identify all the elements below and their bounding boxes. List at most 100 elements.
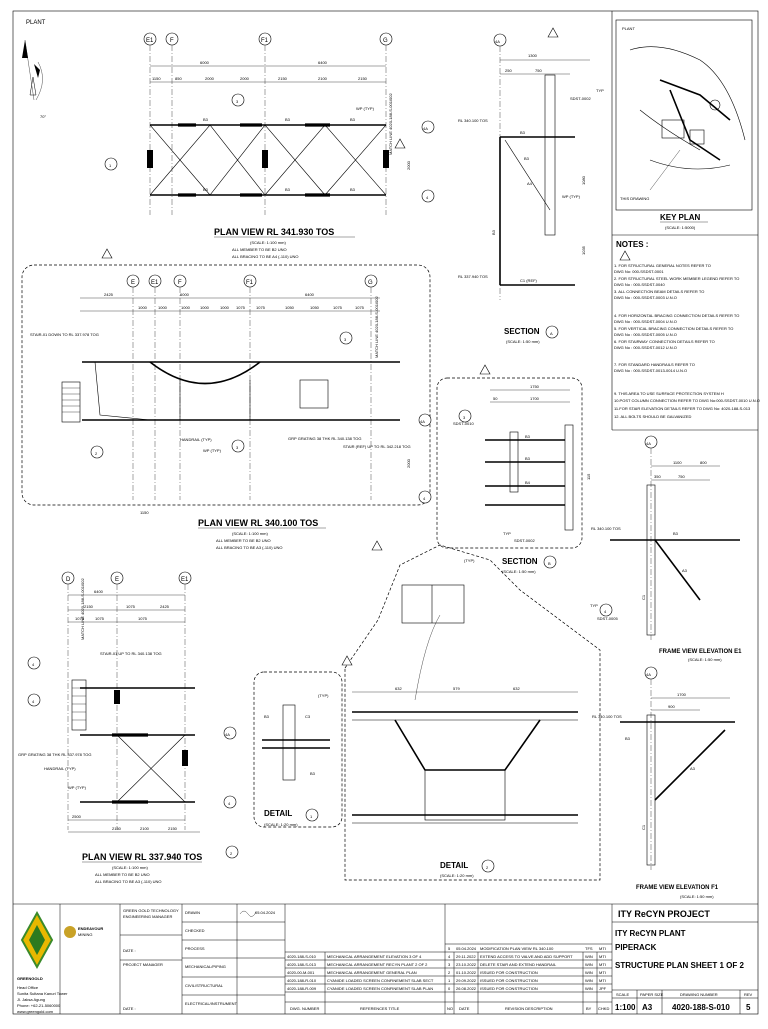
rev-no: 4 bbox=[448, 954, 451, 959]
member-tag: B3 bbox=[350, 117, 356, 122]
dim-text: 1000 bbox=[220, 305, 230, 310]
note-line: DWG No : 000-SSDST-0003 U.N.O bbox=[614, 295, 677, 300]
view-title: SECTION bbox=[502, 557, 538, 566]
dim-text: 1100 bbox=[673, 460, 682, 465]
note-line: 2. FOR STRUCTURAL STEEL WORK MEMBER LEGE… bbox=[614, 276, 739, 281]
dim-text: 750 bbox=[535, 68, 542, 73]
dim-text: 1050 bbox=[285, 305, 295, 310]
rev-desc: ISSUED FOR CONSTRUCTION bbox=[480, 986, 538, 991]
office-line: www.greengold.com bbox=[17, 1009, 54, 1014]
rl-label: RL 340.100 TOS bbox=[592, 714, 622, 719]
ref-dwg: 4020-188-R-009 bbox=[287, 986, 317, 991]
callout: WP (TYP) bbox=[562, 194, 581, 199]
rev-no: 1 bbox=[448, 978, 451, 983]
company-logo-text: GREENGOLD bbox=[17, 976, 43, 981]
rev-by: WIN bbox=[585, 962, 593, 967]
dim-text: 1000 bbox=[181, 305, 191, 310]
view-title: DETAIL bbox=[440, 861, 468, 870]
sheet-border bbox=[12, 10, 759, 1015]
callout: TYP bbox=[590, 603, 598, 608]
view-title: PLAN VIEW RL 340.100 TOS bbox=[198, 518, 318, 528]
rev-date: 23.10.2022 bbox=[456, 962, 477, 967]
dim-text: 2100 bbox=[140, 826, 150, 831]
note-line: 4. FOR HORIZONTAL BRACING CONNECTION DET… bbox=[614, 313, 739, 318]
dim-text: 579 bbox=[453, 686, 460, 691]
matchline-label: MATCH LINE 4020-188-S-001/002 bbox=[388, 92, 393, 155]
dim-text: 350 bbox=[654, 474, 661, 479]
dim-text: 6400 bbox=[94, 589, 104, 594]
svg-text:4A: 4A bbox=[423, 126, 428, 131]
dim-text: 6400 bbox=[305, 292, 315, 297]
revision-number: 5 bbox=[746, 1003, 751, 1012]
svg-text:3: 3 bbox=[344, 337, 347, 342]
svg-text:2: 2 bbox=[95, 451, 98, 456]
drawing-title-line: ITY ReCYN PLANT bbox=[615, 929, 686, 938]
dim-text: 1050 bbox=[310, 305, 320, 310]
member-tag: B3 bbox=[625, 736, 631, 741]
north-arrow: PLANT 70° bbox=[22, 20, 46, 119]
grid-label: D bbox=[66, 577, 71, 583]
view-title: FRAME VIEW ELEVATION E1 bbox=[659, 649, 742, 655]
note-line: 11.FOR STAIR ELEVATION DETAILS REFER TO … bbox=[614, 406, 751, 411]
note-line: 5. FOR VERTICAL BRACING CONNECTION DETAI… bbox=[614, 326, 733, 331]
rev-date: 29.11.2022 bbox=[456, 954, 476, 959]
ref-title: MECHANICAL ARRANGEMENT ELEVATION 3 OF 4 bbox=[327, 954, 422, 959]
meta-header: REV bbox=[744, 992, 753, 997]
view-note: ALL MEMBER TO BE B2 UNO bbox=[232, 247, 287, 252]
callout: HANDRAIL (TYP) bbox=[44, 766, 76, 771]
member-tag: B4 bbox=[525, 480, 531, 485]
dim-text: 632 bbox=[513, 686, 520, 691]
dim-text: 1750 bbox=[530, 384, 540, 389]
frame-elevation-e1: 4A 1100 800 350 750 RL 340.100 TOS B3 A3… bbox=[590, 435, 742, 662]
section-b: 1750 50 1700 3 SDST-0010 B3 B3 B4 TYP SD… bbox=[436, 377, 591, 574]
rev-header: CHKD bbox=[598, 1006, 609, 1011]
callout: HANDRAIL (TYP) bbox=[180, 437, 212, 442]
svg-text:3: 3 bbox=[236, 445, 239, 450]
dim-text: 2500 bbox=[72, 814, 82, 819]
view-title: KEY PLAN bbox=[660, 213, 701, 222]
dim-text: 2000 bbox=[406, 458, 411, 468]
dim-text: 1700 bbox=[677, 692, 687, 697]
svg-text:2: 2 bbox=[230, 851, 233, 856]
view-scale: (SCALE: 1:50 mm) bbox=[506, 339, 540, 344]
meta-header: SCALE bbox=[616, 992, 629, 997]
view-note: ALL BRACING TO BE A3 (-110) UNO bbox=[216, 545, 283, 550]
dim-text: 1075 bbox=[126, 604, 136, 609]
rev-date: 29.09.2022 bbox=[456, 978, 477, 983]
office-line: Jl. Jaksa Agung bbox=[17, 997, 45, 1002]
drawing-number: 4020-188-S-010 bbox=[672, 1003, 730, 1012]
rl-label: RL 340.100 TOS bbox=[591, 526, 621, 531]
wp-label: WP (TYP) bbox=[356, 106, 375, 111]
rl-label: RL 340.100 TOS bbox=[458, 118, 488, 123]
dim-text: 1075 bbox=[138, 616, 148, 621]
grid-label: G bbox=[368, 280, 373, 286]
detail-ref: SDST-0005 bbox=[597, 616, 618, 621]
callout: STAIR (REF) UP TO RL 342.218 TOG bbox=[343, 444, 411, 449]
dim-text: 2000 bbox=[406, 160, 411, 170]
view-note: ALL MEMBER TO BE B2 UNO bbox=[95, 872, 150, 877]
dim-text: 1075 bbox=[95, 616, 105, 621]
ref-title: CYANIDE LOADED SCREEN CONFINEMENT SLAB P… bbox=[327, 986, 433, 991]
detail-1: B3 C3 B3 (TYP) DETAIL 1 (SCALE: 1:20 mm) bbox=[253, 671, 343, 828]
ref-dwg: 4020-00-M-001 bbox=[287, 970, 315, 975]
svg-text:4: 4 bbox=[423, 496, 426, 501]
note-line: DWG No : 000-SSDST-0040 bbox=[614, 282, 665, 287]
detail-ref: SDST-0002 bbox=[570, 96, 591, 101]
view-scale: (SCALE: 1:100 mm) bbox=[250, 240, 286, 245]
callout: TYP bbox=[503, 531, 511, 536]
view-scale: (SCALE: 1:20 mm) bbox=[264, 822, 298, 827]
rev-no: 3 bbox=[448, 962, 451, 967]
view-scale: (SCALE: 1:50 mm) bbox=[680, 894, 714, 899]
grid-label: F bbox=[178, 280, 182, 286]
note-line: 1. FOR STRUCTURAL GENERAL NOTES REFER TO bbox=[614, 263, 711, 268]
member-tag: B3 bbox=[525, 434, 531, 439]
member-tag: B3 bbox=[203, 187, 209, 192]
view-note: ALL BRACING TO BE A3 (-110) UNO bbox=[95, 879, 162, 884]
ref-dwg: 4020-188-S-013 bbox=[287, 962, 317, 967]
tb-label: DRAWN bbox=[185, 910, 200, 915]
svg-text:3: 3 bbox=[236, 99, 239, 104]
rev-date: 01.10.2022 bbox=[456, 970, 477, 975]
tb-label: PROJECT MANAGER bbox=[123, 962, 163, 967]
member-tag: B3 bbox=[520, 130, 526, 135]
partner-logo-sub: MINING bbox=[78, 932, 92, 937]
